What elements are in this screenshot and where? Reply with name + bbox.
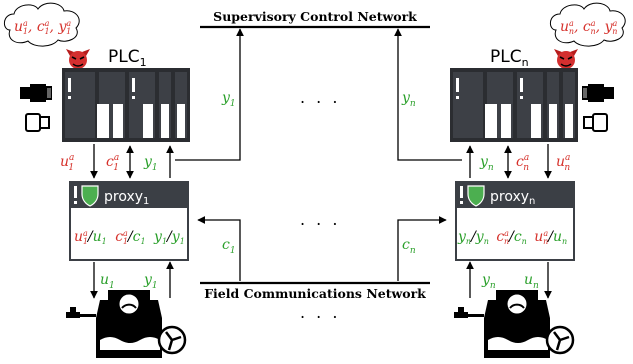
field-network-label: Field Communications Network: [204, 286, 426, 301]
left-plc-rack: [62, 68, 190, 142]
left-u-down: u1: [100, 272, 115, 291]
ethernet-icon: [582, 84, 614, 102]
shield-icon: [467, 185, 485, 207]
svg-text:uan, can, yan: uan, can, yan: [560, 19, 617, 36]
right-y-up: yn: [479, 154, 494, 173]
left-plc-label: PLC1: [108, 47, 147, 69]
right-y-down: yn: [481, 272, 496, 291]
left-cloud-c: c: [37, 19, 45, 35]
ellipsis-middle: . . .: [300, 210, 340, 229]
usb-icon: [583, 113, 608, 132]
ethernet-icon: [20, 84, 52, 102]
left-cloud-c-sub: 1: [44, 27, 49, 36]
left-y-down: y1: [143, 272, 158, 291]
right-cloud-y: y: [604, 19, 614, 35]
right-plc-rack: [450, 68, 578, 142]
left-c-field: c1: [222, 237, 236, 256]
left-proxy-label: proxy1: [104, 189, 149, 207]
field-network: Field Communications Network: [200, 281, 430, 301]
supervisory-network: Supervisory Control Network: [200, 9, 430, 29]
left-cloud-y: y: [57, 19, 67, 35]
left-cloud-u: u: [14, 19, 23, 35]
left-plant-tank-icon: [66, 290, 187, 358]
ellipsis-bottom: . . .: [300, 303, 340, 322]
left-cloud-u-sub: 1: [23, 27, 28, 36]
devil-icon: [554, 49, 578, 69]
right-y-supervisory: yn: [401, 90, 416, 109]
right-plant-tank-icon: [454, 290, 575, 358]
left-y-up: y1: [143, 154, 158, 173]
left-cloud-c-sup: a: [45, 19, 50, 28]
left-cloud-y-sup: a: [66, 19, 71, 28]
svg-text:ua1, ca1, ya1: ua1, ca1, ya1: [14, 19, 71, 36]
devil-icon: [66, 49, 90, 69]
right-cloud-u: u: [560, 19, 569, 35]
right-u-down: un: [524, 272, 539, 291]
ellipsis-top: . . .: [300, 88, 340, 107]
right-c-field: cn: [402, 237, 416, 256]
left-cloud-y-sub: 1: [66, 27, 71, 36]
right-plc-label: PLCn: [490, 47, 529, 69]
shield-icon: [81, 185, 99, 207]
left-cloud-u-sup: a: [23, 19, 28, 28]
usb-icon: [25, 113, 50, 132]
supervisory-network-label: Supervisory Control Network: [213, 9, 417, 24]
right-proxy-label: proxyn: [490, 189, 535, 207]
right-cloud-c: c: [583, 19, 591, 35]
left-y-supervisory: y1: [221, 90, 236, 109]
